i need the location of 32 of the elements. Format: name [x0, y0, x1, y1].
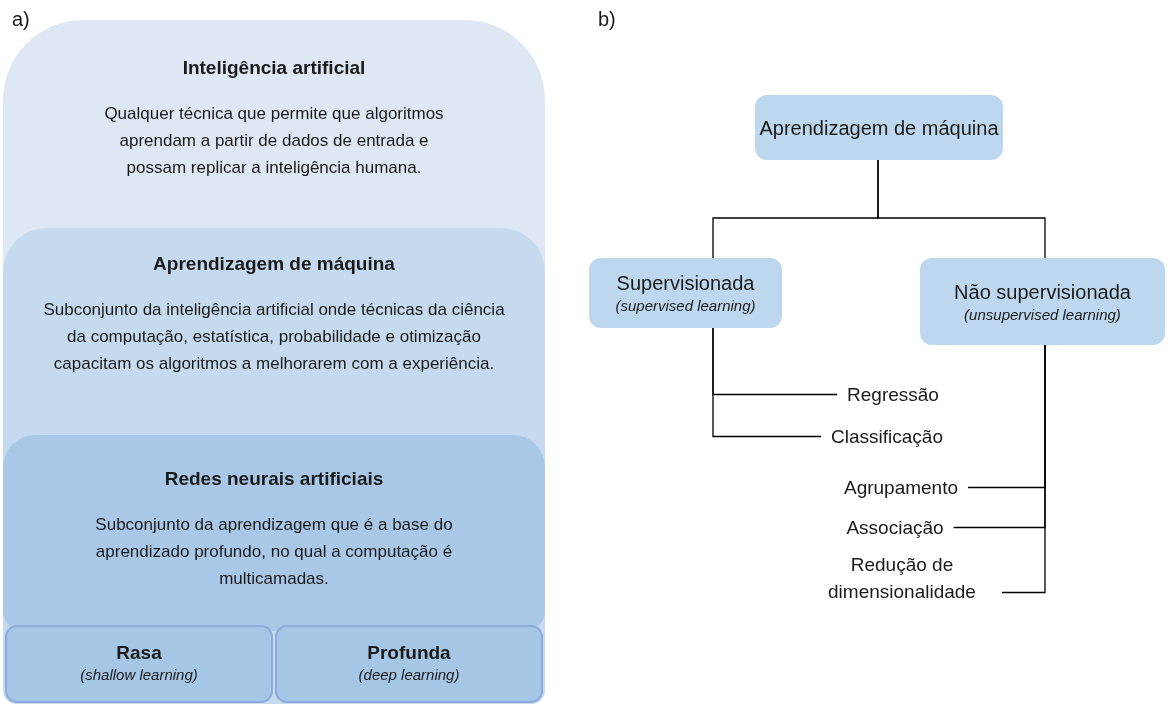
- layer-description: Subconjunto da inteligência artificial onde técnicas da ciência da computação, estatística, probabilidade e otimização capacitam os algoritmos a melhorarem com a experiência.: [42, 299, 506, 375]
- leaf-label: Redução de dimensionalidade: [808, 550, 996, 606]
- panel-label: a): [12, 8, 30, 31]
- leaf-label: Regressão: [843, 380, 943, 408]
- concept-subtitle: (supervised learning): [614, 296, 757, 316]
- layer-panel: [3, 228, 545, 704]
- category-subtitle: (deep learning): [357, 665, 461, 685]
- concept-title: Não supervisionada: [953, 279, 1132, 305]
- layer-title: Inteligência artificial: [181, 56, 367, 80]
- category-title: Profunda: [366, 642, 452, 664]
- category-subtitle: (shallow learning): [79, 665, 199, 685]
- category-box: [5, 625, 273, 703]
- connector-line: [877, 159, 1046, 259]
- leaf-label: Classificação: [827, 422, 947, 450]
- connector-line: [1001, 344, 1046, 594]
- concept-subtitle: (unsupervised learning): [963, 304, 1122, 325]
- layer-panel: [3, 435, 545, 631]
- category-box: [275, 625, 543, 703]
- concept-title: Aprendizagem de máquina: [758, 115, 1000, 141]
- layer-description: Subconjunto da aprendizagem que é a base do aprendizado profundo, no qual a computação é multicamadas.: [94, 514, 454, 590]
- concept-box: [920, 258, 1165, 345]
- concept-box: [589, 258, 782, 328]
- connector-line: [712, 327, 822, 438]
- concept-box: [755, 95, 1003, 160]
- layer-title: Aprendizagem de máquina: [152, 252, 396, 276]
- panel-label: b): [598, 8, 616, 31]
- concept-title: Supervisionada: [615, 271, 756, 296]
- layer-title: Redes neurais artificiais: [163, 467, 385, 491]
- leaf-label: Agrupamento: [839, 473, 963, 501]
- category-title: Rasa: [115, 642, 163, 664]
- layer-description: Qualquer técnica que permite que algoritmos aprendam a partir de dados de entrada e possam replicar a inteligência humana.: [103, 103, 445, 179]
- leaf-label: Associação: [842, 513, 948, 541]
